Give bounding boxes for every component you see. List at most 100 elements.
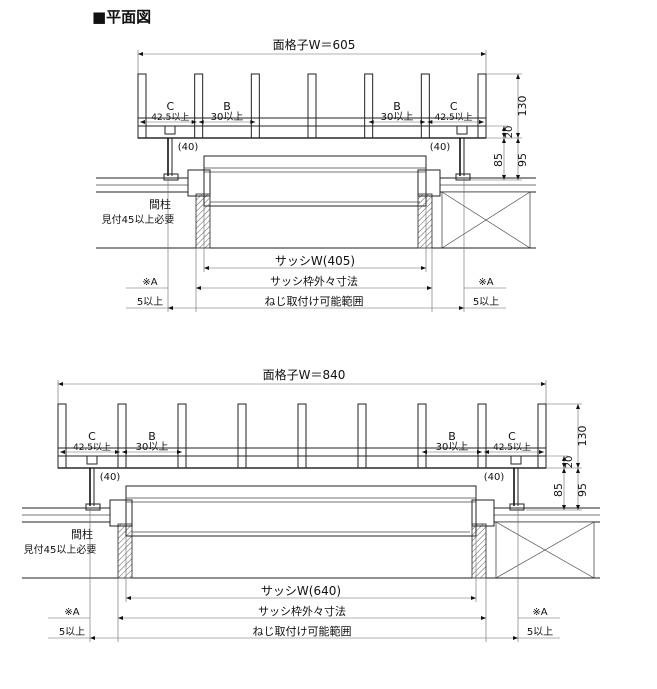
note-a-right: ※A — [478, 277, 493, 288]
dim-20-arrow-b — [502, 133, 506, 138]
note-a-left: ※A — [64, 607, 79, 618]
min-c-dim-right-arrow-l — [484, 450, 489, 454]
min-b-dim-right-arrow-l — [368, 120, 374, 124]
bracket-foot — [455, 173, 471, 181]
min-b-dim-right-arrow-l — [422, 450, 427, 454]
grille-bar — [357, 403, 367, 469]
bracket-clamp — [164, 125, 176, 135]
pillar-note: 見付45以上必要 — [24, 543, 97, 556]
sash-window — [125, 485, 477, 537]
frame-right — [471, 499, 495, 527]
label-b-right: B — [393, 100, 401, 113]
gap-40-left: (40) — [178, 142, 199, 153]
sash-frame-dim-arrow-l — [196, 286, 201, 290]
label-c-right: C — [508, 430, 516, 443]
grille-bar — [137, 73, 147, 139]
sash-width-dim-arrow-r — [471, 596, 476, 600]
min-5-left: 5以上 — [59, 626, 85, 638]
sash-width-dim-arrow-l — [204, 266, 209, 270]
sash-window — [203, 155, 427, 207]
note-a-right: ※A — [532, 607, 547, 618]
grille-bar — [537, 403, 547, 469]
min-c-dim-right-arrow-r — [539, 450, 544, 454]
min-5-left: 5以上 — [137, 296, 163, 308]
jamb-right — [417, 193, 433, 249]
screw-range-label: ねじ取付け可能範囲 — [265, 294, 364, 308]
min-c-dim-left-arrow-r — [115, 450, 120, 454]
bracket-clamp — [456, 125, 468, 135]
pillar-x2 — [441, 191, 531, 249]
frame-left — [109, 499, 133, 527]
bracket-foot — [85, 503, 101, 511]
bracket-foot — [163, 173, 179, 181]
pillar-label: 間柱 — [149, 197, 171, 211]
min-b-dim-right-arrow-r — [420, 120, 426, 124]
dim-85-label: 85 — [492, 153, 505, 167]
sash-width-dim-arrow-r — [421, 266, 426, 270]
label-c-left: C — [166, 100, 174, 113]
min-b-dim-left-arrow-l — [198, 120, 204, 124]
jamb-right — [471, 523, 487, 579]
dim-130-arrow-b — [576, 463, 580, 468]
bracket-clamp — [86, 455, 98, 465]
grille-bar — [477, 403, 487, 469]
min-c-dim-right-arrow-r — [479, 120, 484, 124]
sash-frame-dim-arrow-r — [427, 286, 432, 290]
label-b-left: B — [148, 430, 156, 443]
gap-40-left: (40) — [100, 472, 121, 483]
dim-20-label: 20 — [564, 456, 575, 469]
grille-bar — [250, 73, 260, 139]
dim-95-label: 95 — [516, 153, 529, 167]
sash-width-dim-arrow-l — [126, 596, 131, 600]
dim-20-arrow-b — [562, 463, 566, 468]
bracket-clamp — [510, 455, 522, 465]
dim-95-arrow-t — [516, 138, 520, 143]
grille-width-label: 面格子W＝840 — [263, 367, 346, 382]
dim-85-arrow-t — [562, 468, 566, 473]
grille-bar — [297, 403, 307, 469]
screw-range-label: ねじ取付け可能範囲 — [253, 624, 352, 638]
note-a-left: ※A — [142, 277, 157, 288]
sash-width-label: サッシW(640) — [261, 584, 341, 598]
dim-130-arrow-t — [576, 404, 580, 409]
grille-bar — [57, 403, 67, 469]
page-title: ■平面図 — [92, 8, 152, 26]
dim-20-label: 20 — [504, 126, 515, 139]
min-c-right: 42.5以上 — [435, 112, 473, 123]
jamb-left — [195, 193, 211, 249]
grille-bar — [364, 73, 374, 139]
screw-range-dim-arrow-l — [168, 306, 173, 310]
dim-20-arrow-t — [562, 456, 566, 461]
pillar-label: 間柱 — [71, 527, 93, 541]
dim-95-arrow-t — [576, 468, 580, 473]
min-c-left: 42.5以上 — [73, 442, 111, 453]
grille-width-dim-arrow-l — [138, 52, 143, 56]
frame-left — [187, 169, 211, 197]
min-b-dim-left-arrow-r — [177, 450, 182, 454]
min-c-dim-left-arrow-l — [60, 450, 65, 454]
screw-range-dim-arrow-r — [459, 306, 464, 310]
sash-frame-label: サッシ枠外々寸法 — [270, 274, 358, 288]
grille-bar — [117, 403, 127, 469]
label-b-right: B — [448, 430, 456, 443]
label-b-left: B — [223, 100, 231, 113]
sash-width-label: サッシW(405) — [275, 254, 355, 268]
dim-95-label: 95 — [576, 483, 589, 497]
grille-bar — [237, 403, 247, 469]
jamb-left — [117, 523, 133, 579]
min-c-dim-left-arrow-l — [140, 120, 145, 124]
sash-frame-label: サッシ枠外々寸法 — [258, 604, 346, 618]
grille-width-label: 面格子W＝605 — [273, 37, 356, 52]
min-5-right: 5以上 — [527, 626, 553, 638]
dim-130-label: 130 — [576, 426, 589, 447]
sash-frame-dim-arrow-r — [481, 616, 486, 620]
sash-frame-dim-arrow-l — [118, 616, 123, 620]
min-b-dim-left-arrow-r — [250, 120, 256, 124]
dim-130-label: 130 — [516, 96, 529, 117]
min-b-left: 30以上 — [136, 441, 169, 453]
dim-130-arrow-b — [516, 133, 520, 138]
min-c-dim-left-arrow-r — [191, 120, 197, 124]
pillar-x2 — [495, 521, 595, 579]
